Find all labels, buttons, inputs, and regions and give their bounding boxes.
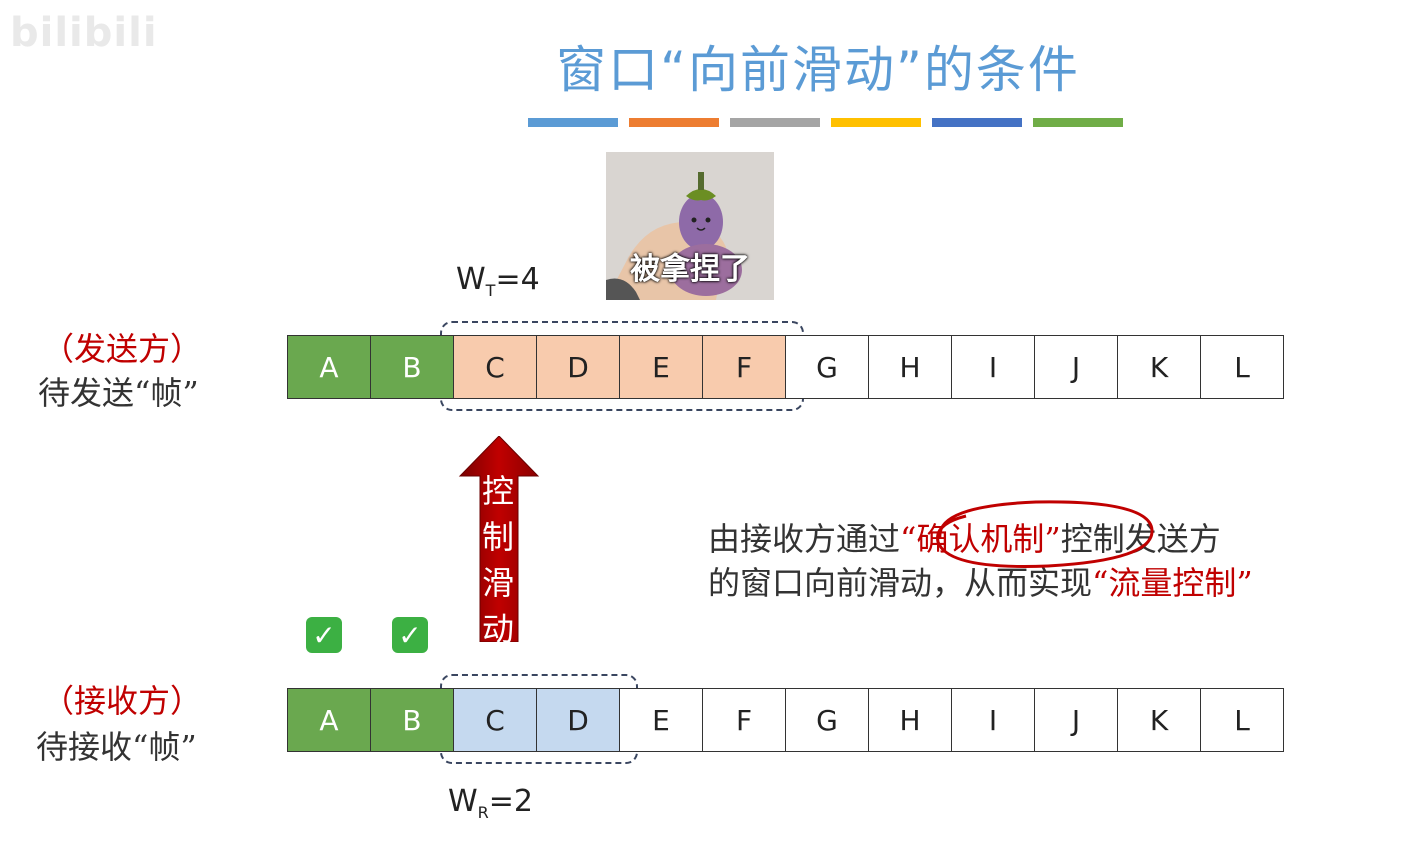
receiver-frame-h: H xyxy=(868,688,952,752)
sender-frame-e: E xyxy=(619,335,703,399)
title-container: 窗口“向前滑动”的条件 xyxy=(0,30,1412,102)
window-label-base: W xyxy=(448,784,478,819)
sender-frame-k: K xyxy=(1117,335,1201,399)
meme-caption: 被拿捏了 xyxy=(630,252,750,287)
arrow-caption-char: 滑 xyxy=(481,564,514,602)
receiver-frame-e: E xyxy=(619,688,703,752)
deco-bar xyxy=(1033,118,1123,127)
flow-control-note-line2: 的窗口向前滑动，从而实现“流量控制” xyxy=(708,558,1253,604)
receiver-frame-f: F xyxy=(702,688,786,752)
receiver-frame-k: K xyxy=(1117,688,1201,752)
sender-frame-j: J xyxy=(1034,335,1118,399)
deco-bar xyxy=(528,118,618,127)
receiver-frame-j: J xyxy=(1034,688,1118,752)
window-label-value: =2 xyxy=(488,784,534,819)
sender-frame-h: H xyxy=(868,335,952,399)
deco-bar xyxy=(730,118,820,127)
red-circle-annotation xyxy=(936,500,1154,568)
receiver-frame-c: C xyxy=(453,688,537,752)
control-slide-arrow xyxy=(458,436,540,642)
receiver-desc-label: 待接收“帧” xyxy=(36,728,197,766)
sender-frame-c: C xyxy=(453,335,537,399)
note-text: 由接收方通过 xyxy=(708,520,901,558)
window-label-value: =4 xyxy=(495,262,540,297)
deco-bar xyxy=(932,118,1022,127)
window-label-subscript: T xyxy=(485,281,496,300)
receiver-frame-i: I xyxy=(951,688,1035,752)
arrow-caption-char: 动 xyxy=(481,610,514,648)
deco-bar xyxy=(629,118,719,127)
receiver-frame-l: L xyxy=(1200,688,1284,752)
sender-frame-l: L xyxy=(1200,335,1284,399)
page-title: 窗口“向前滑动”的条件 xyxy=(556,41,1080,99)
sender-frame-a: A xyxy=(287,335,371,399)
receiver-frame-g: G xyxy=(785,688,869,752)
receiver-window-size-label: WR=2 xyxy=(448,784,533,822)
check-mark-icon: ✓ xyxy=(392,617,428,653)
note-text: 控制发送方 xyxy=(1060,520,1221,558)
eggplant-plush-image xyxy=(606,152,774,300)
meme-photo: 被拿捏了 xyxy=(606,152,774,300)
arrow-caption-char: 控 xyxy=(481,472,514,510)
sender-frame-d: D xyxy=(536,335,620,399)
check-mark-icon: ✓ xyxy=(306,617,342,653)
bilibili-watermark: bilibili xyxy=(10,10,158,56)
receiver-frame-a: A xyxy=(287,688,371,752)
arrow-caption: 控制滑动 xyxy=(478,468,518,652)
sender-frame-f: F xyxy=(702,335,786,399)
sender-role-label: （发送方） xyxy=(42,330,203,368)
note-highlight-flow: “流量控制” xyxy=(1092,564,1253,602)
sender-frame-g: G xyxy=(785,335,869,399)
window-label-base: W xyxy=(456,262,486,297)
sender-desc-label: 待发送“帧” xyxy=(38,374,199,412)
note-highlight-ack: “确认机制” xyxy=(900,520,1061,558)
sender-frame-i: I xyxy=(951,335,1035,399)
deco-bar xyxy=(831,118,921,127)
receiver-frame-d: D xyxy=(536,688,620,752)
receiver-role-label: （接收方） xyxy=(42,682,203,720)
window-label-subscript: R xyxy=(477,803,489,822)
arrow-caption-char: 制 xyxy=(481,518,514,556)
flow-control-note-line1: 由接收方通过“确认机制”控制发送方 xyxy=(708,514,1221,560)
note-text: 的窗口向前滑动，从而实现 xyxy=(708,564,1093,602)
sender-frame-b: B xyxy=(370,335,454,399)
sender-window-size-label: WT=4 xyxy=(456,262,540,300)
receiver-frame-b: B xyxy=(370,688,454,752)
